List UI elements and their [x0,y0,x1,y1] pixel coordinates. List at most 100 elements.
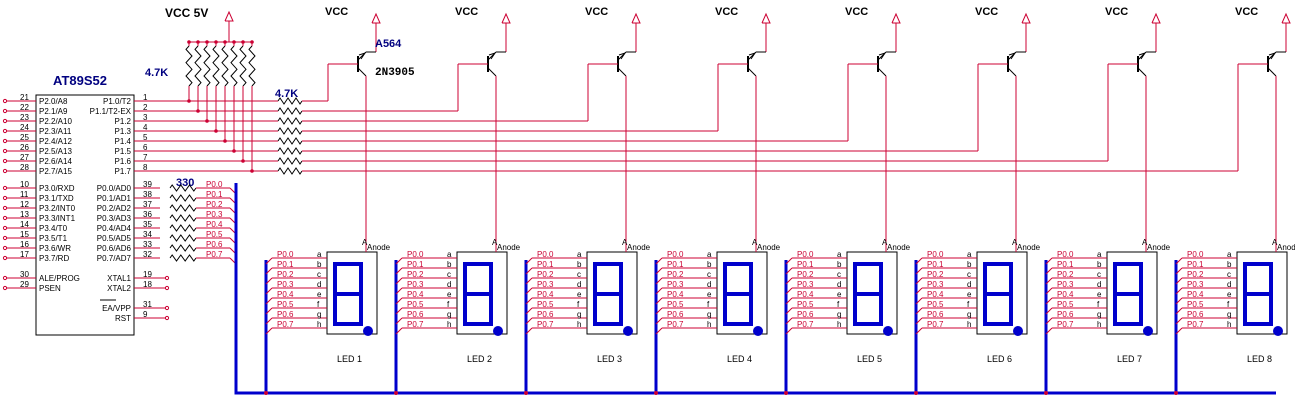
bus-entry [265,327,273,335]
led-label: LED 7 [1117,354,1142,364]
segment-letter: h [707,320,711,329]
decimal-point-icon [883,326,893,336]
chip-pin-number: 29 [20,280,29,289]
bus-entry [1045,287,1053,295]
chip-pin-number: 22 [20,103,29,112]
segment-bus-label: P0.4 [667,290,684,299]
bus-entry [915,267,923,275]
bus-entry [265,317,273,325]
segment-bus-label: P0.2 [1187,270,1204,279]
bus-entry [395,287,403,295]
chip-pin-number: 21 [20,93,29,102]
segment-letter: f [447,300,450,309]
led-display-frame [586,251,638,335]
segment-bus-label: P0.1 [927,260,944,269]
anode-label: Anode [497,243,521,252]
bus-entry [785,297,793,305]
bus-entry [655,317,663,325]
pin-connector-icon [2,148,8,154]
bus-entry [915,307,923,315]
chip-pin-number: 31 [143,300,152,309]
segment-letter: b [1227,260,1232,269]
junction-dot [654,391,658,395]
decimal-point-icon [363,326,373,336]
anode-pin-label: A [1142,238,1148,247]
segment-letter: e [837,290,842,299]
transistor-arrow-icon [1138,52,1147,60]
segment-bus-label: P0.0 [407,250,424,259]
segment-bus-label: P0.7 [927,320,944,329]
segment-letter: e [317,290,322,299]
segment-bus-label: P0.7 [797,320,814,329]
bus-entry [1175,327,1183,335]
segment-bus-label: P0.0 [927,250,944,259]
chip-pin-name: P2.0/A8 [39,97,68,106]
base-resistor [277,157,303,165]
vcc-label: VCC [715,6,738,18]
base-resistor [277,117,303,125]
anode-label: Anode [1147,243,1171,252]
transistor-arrow-icon [1268,52,1277,60]
bus-entry [655,327,663,335]
seven-segment-digit [1113,262,1143,326]
segment-bus-label: P0.0 [277,250,294,259]
led-label: LED 6 [987,354,1012,364]
chip-pin-number: 14 [20,220,29,229]
bus-entry [915,317,923,325]
segment-bus-label: P0.0 [1187,250,1204,259]
bus-label: P0.5 [206,230,223,239]
segment-letter: a [317,250,322,259]
pullup-resistor [221,45,229,87]
segment-bus-label: P0.5 [1187,300,1204,309]
pin-connector-icon [164,315,170,321]
segment-letter: b [447,260,452,269]
segment-letter: g [1227,310,1231,319]
bus-entry [395,277,403,285]
chip-body [35,94,135,336]
chip-pin-number: 28 [20,163,29,172]
segment-letter: g [1097,310,1101,319]
bus-label: P0.2 [206,200,223,209]
transistor-arrow-icon [618,52,627,60]
anode-pin-label: A [622,238,628,247]
chip-pin-number: 33 [143,240,152,249]
segment-resistor [169,254,197,262]
chip-pin-number: 11 [20,190,29,199]
segment-letter: d [967,280,971,289]
chip-pin-name: P1.2 [115,117,132,126]
base-resistor [277,137,303,145]
chip-pin-name: P1.0/T2 [103,97,132,106]
segment-letter: g [707,310,711,319]
chip-pin-name: P3.6/WR [39,244,71,253]
transistor-arrow-icon [358,52,367,60]
segment-letter: c [577,270,581,279]
chip-pin-name: RST [115,314,131,323]
segment-bus-label: P0.3 [667,280,684,289]
vcc-label: VCC [1235,6,1258,18]
bus-entry [395,317,403,325]
transistor-arrow-icon [748,52,757,60]
pullup-resistor [230,45,238,87]
led-display-frame [976,251,1028,335]
segment-resistor [169,234,197,242]
segment-bus-label: P0.1 [667,260,684,269]
chip-pin-name: XTAL1 [107,274,131,283]
pin-connector-icon [2,205,8,211]
segment-bus-label: P0.5 [797,300,814,309]
segment-letter: b [967,260,972,269]
chip-pin-number: 15 [20,230,29,239]
segment-bus-label: P0.2 [277,270,294,279]
chip-pin-name: EA/VPP [102,304,131,313]
segment-bus-label: P0.0 [1057,250,1074,259]
chip-pin-number: 12 [20,200,29,209]
bus-entry [525,267,533,275]
vcc-label: VCC [325,6,348,18]
segment-bus-label: P0.4 [797,290,814,299]
segment-letter: h [967,320,971,329]
chip-pin-name: P3.3/INT1 [39,214,76,223]
led-label: LED 8 [1247,354,1272,364]
vcc-main-arrow-icon [224,10,234,22]
bus-entry [525,257,533,265]
chip-pin-name: P2.2/A10 [39,117,72,126]
segment-letter: d [1097,280,1101,289]
